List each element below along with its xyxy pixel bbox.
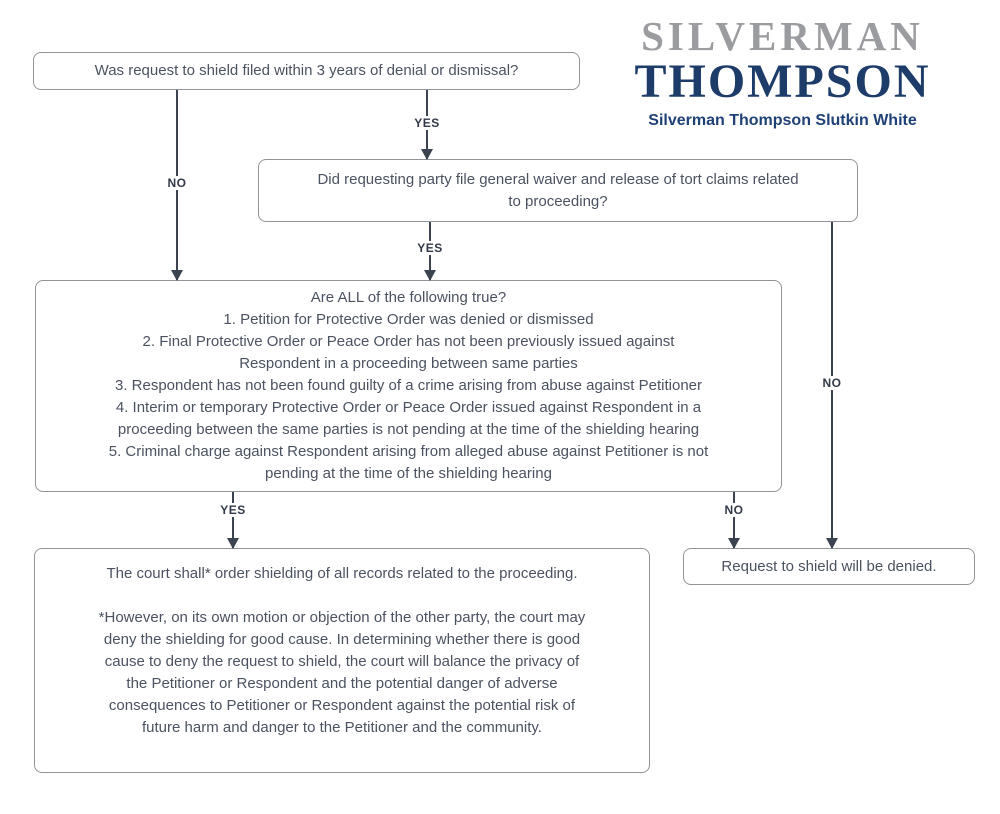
node-q2-waiver-and-release: Did requesting party file general waiver… <box>258 159 858 222</box>
q3-item-4: 4. Interim or temporary Protective Order… <box>115 399 702 438</box>
node-q3-all-conditions: Are ALL of the following true? 1. Petiti… <box>35 280 782 492</box>
connector-q1-no: NO <box>165 90 189 281</box>
node-q1-text: Was request to shield filed within 3 yea… <box>94 62 519 79</box>
logo-tagline-text: Silverman Thompson Slutkin White <box>648 112 917 129</box>
connector-q2-yes: YES <box>415 222 445 281</box>
connector-q2-no: NO <box>820 222 844 549</box>
edge-label-no: NO <box>165 176 189 190</box>
arrow-down-icon <box>227 538 239 549</box>
outcome-denied-text: Request to shield will be denied. <box>721 557 937 575</box>
connector-q3-yes: YES <box>218 492 248 549</box>
q3-item-3: 3. Respondent has not been found guilty … <box>114 377 703 394</box>
logo-thompson-text: THOMPSON <box>634 55 931 108</box>
arrow-down-icon <box>424 270 436 281</box>
arrow-down-icon <box>826 538 838 549</box>
node-q2-text: Did requesting party file general waiver… <box>317 170 799 210</box>
q3-item-5: 5. Criminal charge against Respondent ar… <box>108 443 709 482</box>
edge-label-yes: YES <box>415 241 445 255</box>
edge-label-no: NO <box>820 376 844 390</box>
q3-item-2: 2. Final Protective Order or Peace Order… <box>142 333 675 372</box>
q3-title: Are ALL of the following true? <box>310 289 507 306</box>
arrow-down-icon <box>421 149 433 160</box>
edge-label-yes: YES <box>412 116 442 130</box>
logo-silverman-text: SILVERMAN <box>641 13 924 59</box>
q3-item-1: 1. Petition for Protective Order was den… <box>223 311 594 328</box>
arrow-down-icon <box>171 270 183 281</box>
edge-label-yes: YES <box>218 503 248 517</box>
node-outcome-denied: Request to shield will be denied. <box>683 548 975 585</box>
edge-label-no: NO <box>722 503 746 517</box>
connector-q1-yes: YES <box>412 90 442 160</box>
arrow-down-icon <box>728 538 740 549</box>
outcome-granted-line2: *However, on its own motion or objection… <box>98 609 586 736</box>
node-outcome-granted: The court shall* order shielding of all … <box>34 548 650 773</box>
logo: SILVERMAN THOMPSON Silverman Thompson Sl… <box>585 16 980 130</box>
node-q1-filed-within-3-years: Was request to shield filed within 3 yea… <box>33 52 580 90</box>
connector-q3-no: NO <box>722 492 746 549</box>
outcome-granted-line1: The court shall* order shielding of all … <box>106 565 578 582</box>
